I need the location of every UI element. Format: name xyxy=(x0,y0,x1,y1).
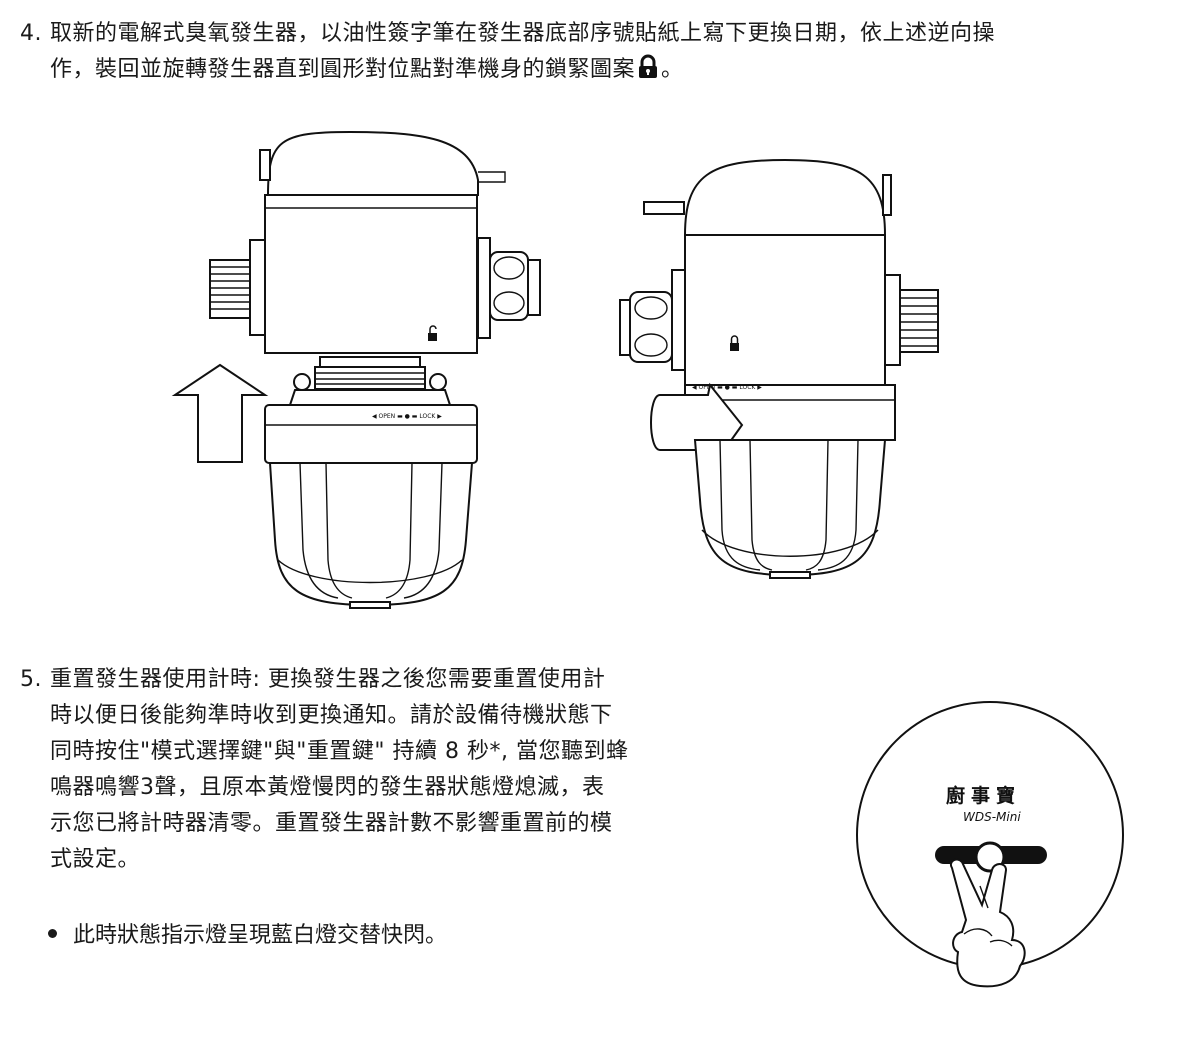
label-open: OPEN xyxy=(379,413,396,420)
lock-icon xyxy=(637,54,659,91)
step-5-number: 5. xyxy=(20,667,42,692)
step-4-line-2-end: 。 xyxy=(661,57,684,82)
hand-icon xyxy=(950,858,1026,988)
step-4-line-2: 作，裝回並旋轉發生器直到圓形對位點對準機身的鎖緊圖案 xyxy=(50,57,636,82)
step-5-line-3: 同時按住"模式選擇鍵"與"重置鍵" 持續 8 秒*, 當您聽到蜂 xyxy=(50,739,629,764)
label-open-right: OPEN xyxy=(699,384,716,391)
step-5-bullet-text: 此時狀態指示燈呈現藍白燈交替快閃。 xyxy=(73,923,448,948)
device-badge-illustration: 廚事寶 WDS-Mini xyxy=(856,701,1124,988)
step-5-line-2: 時以便日後能夠準時收到更換通知。請於設備待機狀態下 xyxy=(50,703,613,728)
label-lock-right: LOCK xyxy=(739,384,756,391)
step-5-bullet: 此時狀態指示燈呈現藍白燈交替快閃。 xyxy=(48,918,447,954)
step-5-line-1: 重置發生器使用計時: 更換發生器之後您需要重置使用計 xyxy=(50,667,606,692)
bullet-dot-icon xyxy=(48,929,57,938)
figure-generator-installed: ◀ OPEN ▬ ● ▬ LOCK ▶ xyxy=(619,158,939,579)
step-5-line-6: 式設定。 xyxy=(50,847,141,872)
model-name: WDS-Mini xyxy=(963,810,1021,824)
svg-text:◀ OPEN ▬ ● ▬ LOCK ▶: ◀ OPEN ▬ ● ▬ LOCK ▶ xyxy=(692,384,762,391)
figure-generator-detached: ◀ OPEN ▬ ● ▬ LOCK ▶ xyxy=(171,130,541,609)
unlock-icon xyxy=(428,325,437,341)
step-5-text: 5. 重置發生器使用計時: 更換發生器之後您需要重置使用計 時以便日後能夠準時收到… xyxy=(20,662,750,878)
step-4-text: 4. 取新的電解式臭氧發生器，以油性簽字筆在發生器底部序號貼紙上寫下更換日期，依上… xyxy=(20,16,1193,91)
up-arrow-icon xyxy=(171,363,269,463)
step-5-line-4: 鳴器鳴響3聲，且原本黃燈慢閃的發生器狀態燈熄滅，表 xyxy=(50,775,605,800)
label-lock: LOCK xyxy=(419,413,436,420)
step-4-line-1: 取新的電解式臭氧發生器，以油性簽字筆在發生器底部序號貼紙上寫下更換日期，依上述逆… xyxy=(50,21,996,46)
brand-name: 廚事寶 xyxy=(946,784,1021,807)
step-4-number: 4. xyxy=(20,21,42,46)
lock-icon-small xyxy=(730,335,739,351)
svg-text:◀ OPEN ▬ ● ▬ LOCK ▶: ◀ OPEN ▬ ● ▬ LOCK ▶ xyxy=(372,413,442,420)
step-5-line-5: 示您已將計時器清零。重置發生器計數不影響重置前的模 xyxy=(50,811,613,836)
